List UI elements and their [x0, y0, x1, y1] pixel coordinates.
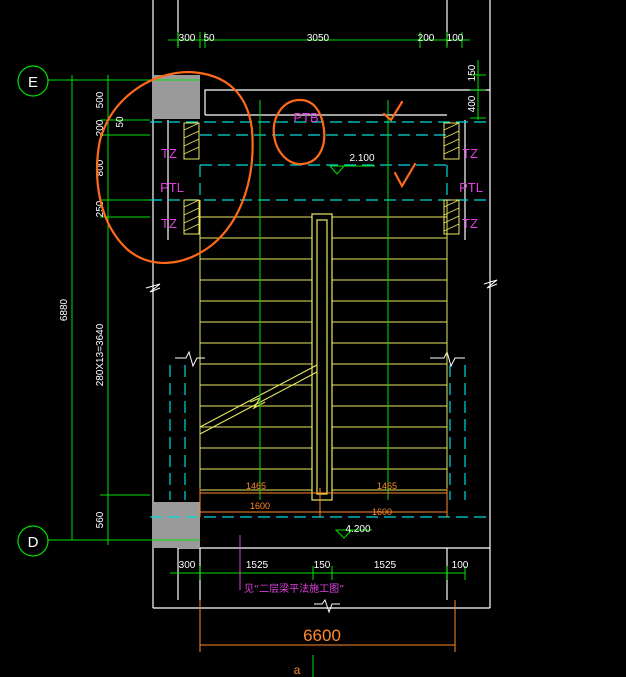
total-height-dim: 6880: [59, 298, 70, 321]
label-tz-left-1: TZ: [161, 146, 177, 161]
flight-dim-left-bottom: 1600: [250, 501, 270, 511]
label-tz-right-1: TZ: [462, 146, 478, 161]
flight-dimension-lines: [199, 488, 456, 652]
grid-axis-D: D: [17, 525, 49, 557]
hand-annotations: [95, 70, 417, 264]
annotation-check-2: [393, 162, 417, 189]
elevation-upper: 2.100: [349, 153, 374, 164]
label-ptb: PTB: [293, 110, 318, 125]
right-dim-2: 400: [467, 95, 478, 112]
annotation-circle-large: [95, 70, 254, 264]
axis-label-E: E: [28, 74, 38, 91]
column-top-left: [154, 75, 200, 119]
total-width-dim: 6600: [303, 626, 341, 645]
bottom-dim-3: 150: [314, 560, 331, 571]
bottom-dim-1: 300: [179, 560, 196, 571]
left-dim-4: 800: [95, 159, 106, 176]
label-tz-right-2: TZ: [462, 216, 478, 231]
label-tz-left-2: TZ: [161, 216, 177, 231]
break-symbols: [145, 279, 498, 614]
stair-treads: [199, 200, 448, 500]
top-dim-4: 200: [418, 33, 435, 44]
top-dim-1: 300: [179, 33, 196, 44]
column-bottom-left: [154, 502, 200, 548]
axis-label-bottom: a: [294, 663, 301, 677]
grid-axis-E: E: [17, 65, 49, 97]
top-dim-5: 100: [447, 33, 464, 44]
flight-dim-left-top: 1465: [246, 481, 266, 491]
bottom-dim-4: 1525: [374, 560, 397, 571]
cut-line: [199, 364, 318, 435]
bottom-dim-5: 100: [452, 560, 469, 571]
dimension-lines: [48, 32, 486, 677]
axis-label-D: D: [28, 534, 39, 551]
drawing-note: 见“二层梁平法施工图”: [244, 582, 344, 595]
stub-column-hatching: [183, 122, 460, 232]
stair-well: [311, 213, 333, 501]
left-dim-2: 200: [95, 119, 106, 136]
right-dim-1: 150: [467, 64, 478, 81]
annotation-circle-small: [272, 98, 326, 166]
left-dim-6: 560: [95, 511, 106, 528]
left-dim-5: 250: [95, 200, 106, 217]
walls: [152, 0, 491, 609]
label-ptl-right: PTL: [459, 180, 483, 195]
flight-dim-right-top: 1465: [377, 481, 397, 491]
left-dim-flight: 280X13=3640: [95, 323, 106, 386]
beams: [150, 121, 490, 518]
annotation-check-1: [382, 100, 404, 122]
label-ptl-left: PTL: [160, 180, 184, 195]
left-dim-3: 50: [115, 116, 126, 128]
bottom-dim-2: 1525: [246, 560, 269, 571]
left-dim-1: 500: [95, 91, 106, 108]
top-dim-3: 3050: [307, 33, 330, 44]
top-dim-2: 50: [203, 33, 215, 44]
elevation-lower: 4.200: [345, 524, 370, 535]
flight-dim-right-bottom: 1600: [372, 507, 392, 517]
